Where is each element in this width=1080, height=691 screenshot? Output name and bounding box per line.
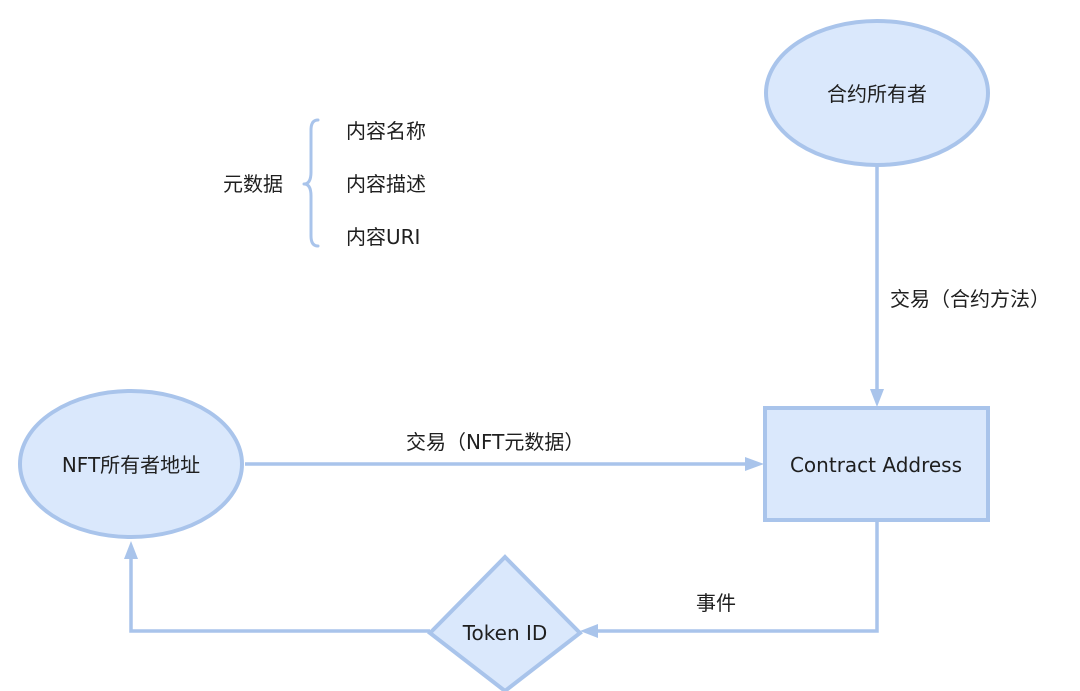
metadata-group: 元数据 内容名称 内容描述 内容URI [223, 118, 426, 249]
node-token-id: Token ID [426, 554, 584, 691]
node-token-id-label: Token ID [462, 621, 548, 645]
edge-token-to-nft-owner-line [129, 558, 430, 633]
edge-contract-to-token [580, 520, 879, 638]
metadata-item-name: 内容名称 [346, 119, 426, 143]
node-contract-owner: 合约所有者 [764, 19, 990, 167]
edge-owner-to-contract [870, 166, 884, 407]
edge-label-event: 事件 [696, 591, 736, 615]
metadata-item-description: 内容描述 [346, 172, 426, 196]
node-nft-owner-address: NFT所有者地址 [18, 389, 244, 539]
node-token-id-shape [426, 554, 584, 691]
edge-nft-owner-to-contract [245, 457, 764, 471]
edge-contract-to-token-line [598, 520, 879, 633]
edge-token-to-nft-owner [124, 541, 430, 633]
metadata-brace [302, 118, 320, 248]
arrowhead-down [870, 389, 884, 407]
node-contract-owner-shape [764, 19, 990, 167]
node-nft-owner-address-shape [18, 389, 244, 539]
node-contract-address: Contract Address [763, 406, 990, 522]
edge-label-nft-metadata: 交易（NFT元数据） [406, 430, 584, 454]
metadata-group-label: 元数据 [223, 172, 283, 196]
node-contract-owner-label: 合约所有者 [827, 82, 927, 106]
arrowhead-right [745, 457, 764, 471]
edge-label-contract-method: 交易（合约方法） [890, 287, 1050, 311]
arrowhead-left [580, 624, 598, 638]
metadata-item-uri: 内容URI [346, 225, 420, 249]
node-contract-address-label: Contract Address [790, 453, 962, 477]
node-nft-owner-address-label: NFT所有者地址 [62, 453, 200, 477]
node-contract-address-shape [763, 406, 990, 522]
arrowhead-up [124, 541, 138, 559]
